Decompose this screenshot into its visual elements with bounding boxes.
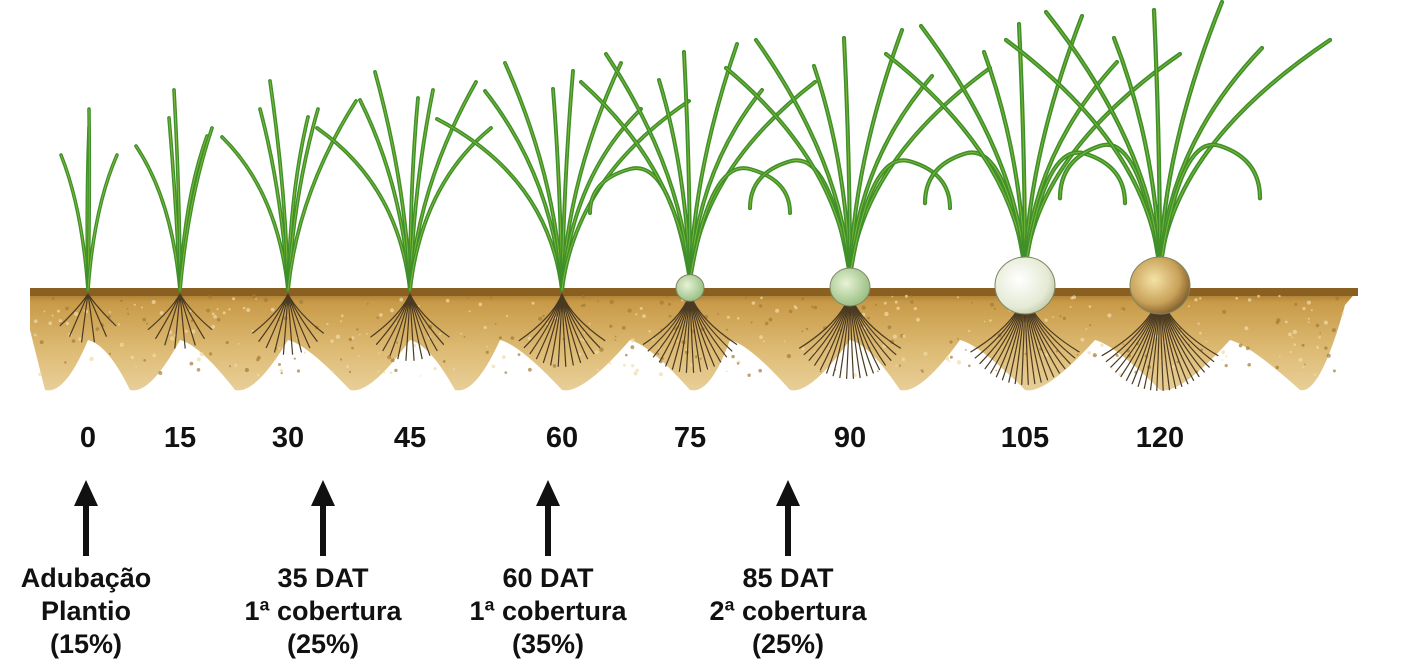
- fertilization-note-line: 85 DAT: [709, 562, 866, 595]
- day-label: 30: [272, 422, 304, 455]
- fertilization-note-line: 1ª cobertura: [244, 595, 401, 628]
- up-arrow-icon: [66, 478, 106, 556]
- fertilization-note-line: Plantio: [21, 595, 152, 628]
- fertilization-note-line: (25%): [709, 628, 866, 661]
- day-label: 60: [546, 422, 578, 455]
- fertilization-note-line: (25%): [244, 628, 401, 661]
- day-label: 15: [164, 422, 196, 455]
- day-label: 120: [1136, 422, 1184, 455]
- up-arrow-icon: [768, 478, 808, 556]
- day-label: 105: [1001, 422, 1049, 455]
- up-arrow-icon: [528, 478, 568, 556]
- fertilization-note-line: 2ª cobertura: [709, 595, 866, 628]
- fertilization-note-line: (35%): [469, 628, 626, 661]
- up-arrow-icon: [303, 478, 343, 556]
- day-label: 0: [80, 422, 96, 455]
- day-label: 75: [674, 422, 706, 455]
- fertilization-note-line: 60 DAT: [469, 562, 626, 595]
- fertilization-note-line: Adubação: [21, 562, 152, 595]
- fertilization-note-line: 1ª cobertura: [469, 595, 626, 628]
- day-label: 45: [394, 422, 426, 455]
- day-label: 90: [834, 422, 866, 455]
- fertilization-note-line: 35 DAT: [244, 562, 401, 595]
- fertilization-note-line: (15%): [21, 628, 152, 661]
- onion-growth-illustration: [0, 0, 1411, 420]
